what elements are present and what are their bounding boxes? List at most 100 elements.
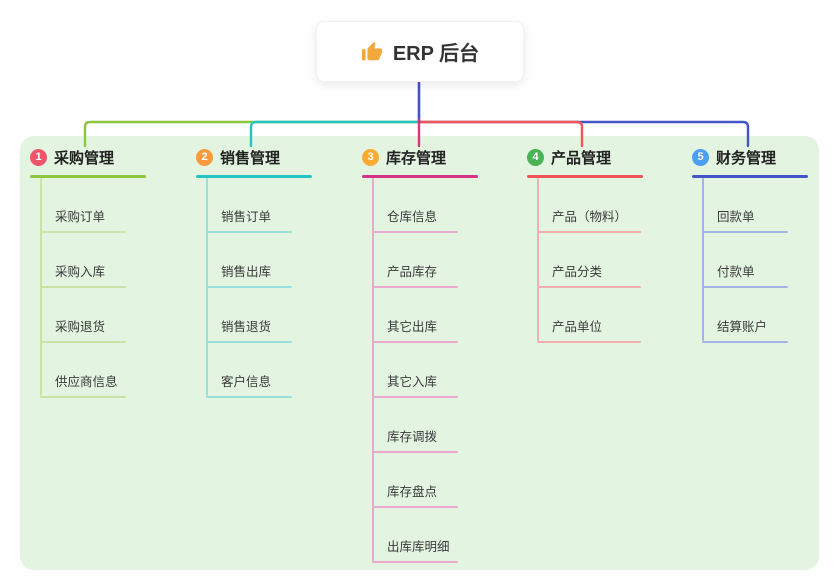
branch-title[interactable]: 3 库存管理	[362, 146, 532, 168]
node-item[interactable]: 产品（物料）	[537, 178, 641, 233]
node-label: 仓库信息	[387, 210, 438, 224]
node-underline	[40, 286, 126, 288]
branch-product: 4 产品管理 产品（物料） 产品分类 产品单位	[527, 146, 697, 343]
branch-sales: 2 销售管理 销售订单 销售出库 销售退货 客户信息	[196, 146, 366, 398]
node-item[interactable]: 库存盘点	[372, 453, 458, 508]
node-item[interactable]: 采购订单	[40, 178, 126, 233]
branch-children: 仓库信息 产品库存 其它出库 其它入库 库存调拨 库存盘点	[372, 178, 458, 563]
branch-inventory: 3 库存管理 仓库信息 产品库存 其它出库 其它入库 库存调拨	[362, 146, 532, 563]
node-item[interactable]: 其它出库	[372, 288, 458, 343]
branch-title[interactable]: 4 产品管理	[527, 146, 697, 168]
branch-number-badge: 4	[527, 148, 544, 166]
node-underline	[372, 231, 458, 233]
node-item[interactable]: 采购退货	[40, 288, 126, 343]
branch-children: 回款单 付款单 结算账户	[702, 178, 788, 343]
node-label: 销售订单	[221, 210, 272, 224]
root-node[interactable]: ERP 后台	[316, 21, 524, 82]
node-underline	[372, 341, 458, 343]
branch-underline	[362, 175, 478, 178]
node-item[interactable]: 回款单	[702, 178, 788, 233]
branch-children: 采购订单 采购入库 采购退货 供应商信息	[40, 178, 126, 398]
node-label: 销售退货	[221, 320, 272, 334]
node-label: 产品（物料）	[552, 210, 628, 224]
children-connector-line	[702, 178, 704, 341]
node-label: 供应商信息	[55, 375, 118, 389]
node-underline	[537, 341, 641, 343]
node-label: 库存调拨	[387, 430, 438, 444]
branch-title[interactable]: 1 采购管理	[30, 146, 200, 168]
branch-title[interactable]: 5 财务管理	[692, 146, 839, 168]
node-underline	[372, 506, 458, 508]
node-item[interactable]: 客户信息	[206, 343, 292, 398]
node-label: 产品单位	[552, 320, 603, 334]
node-underline	[40, 396, 126, 398]
branch-title[interactable]: 2 销售管理	[196, 146, 366, 168]
children-connector-line	[206, 178, 208, 396]
thumbs-up-icon	[361, 41, 383, 63]
branch-number-badge: 3	[362, 148, 379, 166]
node-underline	[702, 231, 788, 233]
node-underline	[40, 341, 126, 343]
node-item[interactable]: 销售订单	[206, 178, 292, 233]
node-underline	[206, 396, 292, 398]
children-connector-line	[537, 178, 539, 341]
node-label: 客户信息	[221, 375, 272, 389]
node-underline	[537, 231, 641, 233]
node-label: 出库库明细	[387, 540, 450, 554]
node-item[interactable]: 销售出库	[206, 233, 292, 288]
node-underline	[372, 561, 458, 563]
children-connector-line	[40, 178, 42, 396]
branch-number-badge: 1	[30, 148, 47, 166]
node-underline	[206, 231, 292, 233]
node-underline	[702, 341, 788, 343]
root-node-label: ERP 后台	[392, 43, 480, 65]
branch-name: 采购管理	[54, 149, 115, 167]
node-label: 采购入库	[55, 265, 106, 279]
branch-underline	[30, 175, 146, 178]
node-underline	[372, 286, 458, 288]
node-label: 其它入库	[387, 375, 438, 389]
node-label: 采购订单	[55, 210, 106, 224]
children-connector-line	[372, 178, 374, 561]
node-underline	[206, 341, 292, 343]
node-label: 付款单	[717, 265, 755, 279]
node-item[interactable]: 采购入库	[40, 233, 126, 288]
node-item[interactable]: 产品库存	[372, 233, 458, 288]
node-label: 产品分类	[552, 265, 603, 279]
branch-children: 销售订单 销售出库 销售退货 客户信息	[206, 178, 292, 398]
node-label: 销售出库	[221, 265, 272, 279]
branch-underline	[196, 175, 312, 178]
branches-background-panel	[20, 136, 819, 570]
node-item[interactable]: 销售退货	[206, 288, 292, 343]
node-item[interactable]: 出库库明细	[372, 508, 458, 563]
node-item[interactable]: 产品分类	[537, 233, 641, 288]
branch-underline	[527, 175, 643, 178]
node-item[interactable]: 其它入库	[372, 343, 458, 398]
node-item[interactable]: 结算账户	[702, 288, 788, 343]
branch-name: 库存管理	[386, 149, 447, 167]
branch-name: 产品管理	[551, 149, 612, 167]
node-label: 采购退货	[55, 320, 106, 334]
node-underline	[372, 451, 458, 453]
branch-name: 销售管理	[220, 149, 281, 167]
branch-finance: 5 财务管理 回款单 付款单 结算账户	[692, 146, 839, 343]
node-item[interactable]: 产品单位	[537, 288, 641, 343]
node-underline	[537, 286, 641, 288]
node-underline	[40, 231, 126, 233]
branch-number-badge: 2	[196, 148, 213, 166]
node-underline	[372, 396, 458, 398]
branch-purchase: 1 采购管理 采购订单 采购入库 采购退货 供应商信息	[30, 146, 200, 398]
node-item[interactable]: 仓库信息	[372, 178, 458, 233]
node-label: 回款单	[717, 210, 755, 224]
node-underline	[206, 286, 292, 288]
branch-name: 财务管理	[716, 149, 777, 167]
node-label: 产品库存	[387, 265, 438, 279]
node-item[interactable]: 库存调拨	[372, 398, 458, 453]
node-item[interactable]: 付款单	[702, 233, 788, 288]
node-label: 结算账户	[717, 320, 768, 334]
branch-children: 产品（物料） 产品分类 产品单位	[537, 178, 641, 343]
node-label: 其它出库	[387, 320, 438, 334]
node-underline	[702, 286, 788, 288]
node-item[interactable]: 供应商信息	[40, 343, 126, 398]
